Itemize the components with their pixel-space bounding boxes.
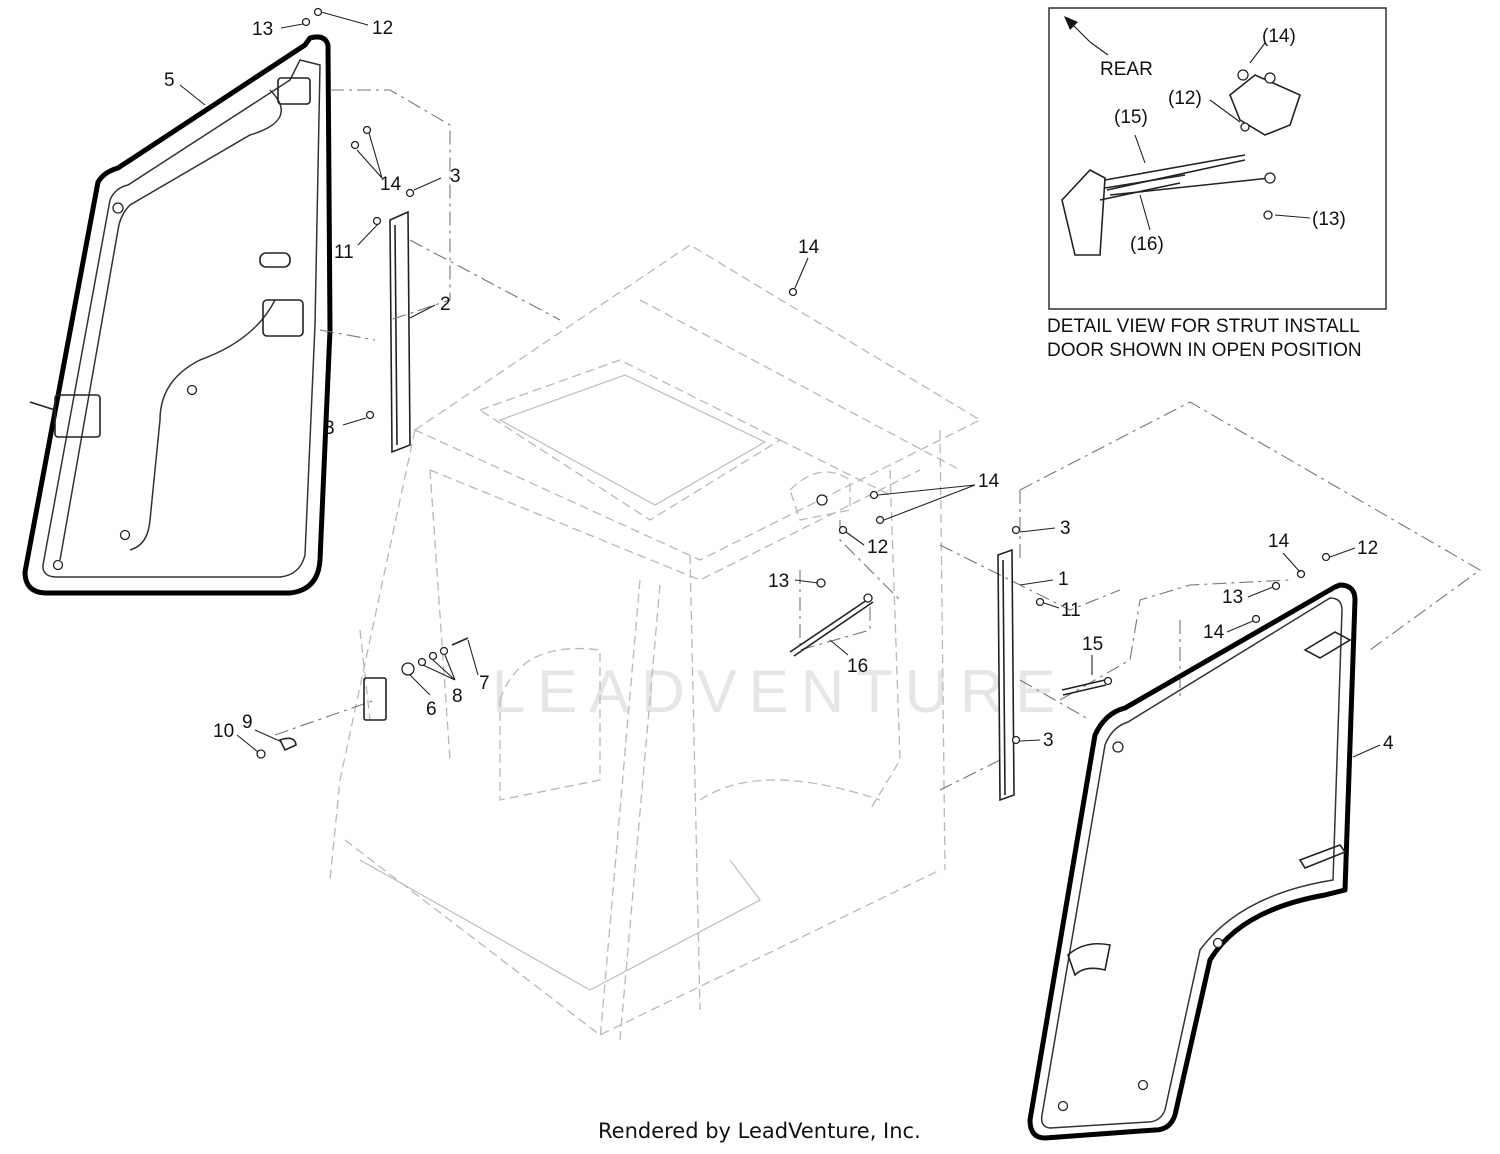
detail-labels: REAR (14) (12) (15) (16) (13) DETAIL VIE… <box>1047 26 1362 361</box>
right-strut-bracket <box>997 525 1045 802</box>
callout-14-left-door: 14 <box>380 174 402 195</box>
inside-handle <box>262 299 304 337</box>
callout-14-right-lower: 14 <box>1203 622 1225 643</box>
lower-hinge <box>1298 844 1347 869</box>
detail-strut-assembly <box>1061 122 1276 256</box>
outside-handle <box>1067 942 1111 977</box>
cab-frame <box>329 244 982 1041</box>
callout-13-right: 13 <box>1222 587 1243 608</box>
detail-callout-14: (14) <box>1262 26 1296 47</box>
callout-11-left: 11 <box>334 242 354 263</box>
callout-14-right-upper: 14 <box>1268 531 1290 552</box>
callout-3-lower-left: 3 <box>324 418 335 439</box>
callout-leaders <box>179 11 1381 758</box>
upper-hinge <box>1303 631 1352 659</box>
door-knob <box>259 252 291 268</box>
callout-10: 10 <box>213 721 234 742</box>
callout-13-center: 13 <box>768 571 789 592</box>
callout-2: 2 <box>440 294 451 315</box>
watermark-text: LEADVENTURE <box>492 658 1067 725</box>
detail-inset-frame <box>1048 7 1387 310</box>
callout-11-right: 11 <box>1061 600 1081 621</box>
upper-hinge-block <box>277 77 311 105</box>
callout-14-center: 14 <box>978 471 1000 492</box>
callout-15: 15 <box>1082 634 1103 655</box>
hinge-hardware <box>256 637 469 759</box>
latch-block <box>54 394 101 438</box>
detail-caption-line1: DETAIL VIEW FOR STRUT INSTALL <box>1047 316 1360 337</box>
callout-3-lower-right: 3 <box>1043 730 1054 751</box>
detail-callout-15: (15) <box>1114 107 1148 128</box>
callout-1: 1 <box>1058 569 1069 590</box>
callout-14-frame-top: 14 <box>798 237 820 258</box>
callout-5: 5 <box>164 70 175 91</box>
detail-inset <box>1048 7 1387 310</box>
callout-16: 16 <box>847 656 868 677</box>
callout-labels: 13 12 5 14 3 11 2 3 14 14 12 3 13 1 11 1… <box>164 18 1394 754</box>
detail-callout-16: (16) <box>1130 234 1164 255</box>
callout-9: 9 <box>242 712 253 733</box>
callout-8: 8 <box>452 686 463 707</box>
right-door <box>1027 582 1358 1141</box>
left-door <box>22 34 333 596</box>
detail-callout-13: (13) <box>1312 209 1346 230</box>
detail-hinge-bracket <box>1229 69 1301 136</box>
left-strut-bracket <box>365 188 415 454</box>
center-hardware <box>788 287 885 657</box>
callout-3-upper-right: 3 <box>1060 518 1071 539</box>
callout-6: 6 <box>426 699 437 720</box>
detail-callout-12: (12) <box>1168 88 1202 109</box>
gas-strut <box>1061 676 1113 696</box>
callout-4: 4 <box>1383 733 1394 754</box>
footer-credit: Rendered by LeadVenture, Inc. <box>598 1119 921 1143</box>
callout-12-upper-left: 12 <box>372 18 393 39</box>
callout-12-center: 12 <box>867 537 888 558</box>
assembly-lines <box>274 89 1482 791</box>
callout-12-right: 12 <box>1357 538 1378 559</box>
detail-caption-line2: DOOR SHOWN IN OPEN POSITION <box>1047 340 1362 361</box>
rear-arrow-icon <box>1064 16 1078 30</box>
detail-rear-label: REAR <box>1100 59 1153 80</box>
callout-7: 7 <box>479 673 490 694</box>
callout-3-upper-left: 3 <box>450 166 461 187</box>
callout-13-upper-left: 13 <box>252 19 273 40</box>
